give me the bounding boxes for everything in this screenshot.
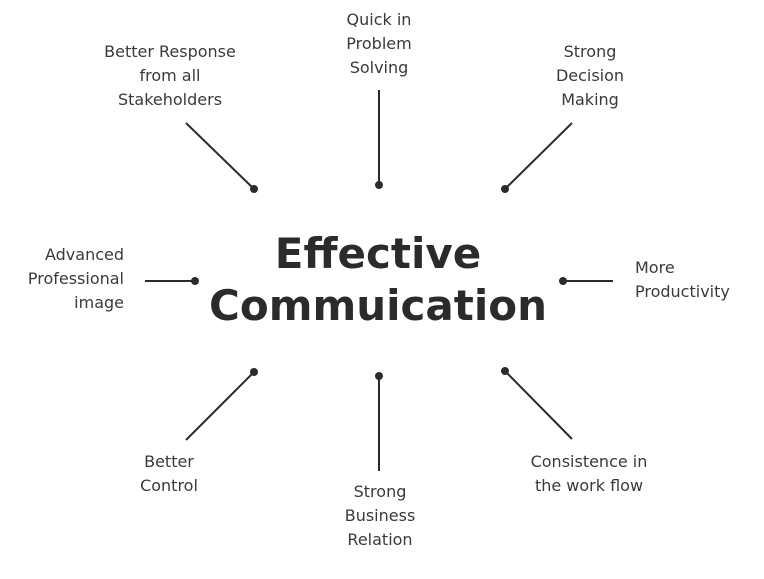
node-more-productivity: More Productivity (635, 256, 760, 304)
center-title: Effective Commuication (178, 228, 578, 332)
node-line: Advanced (44, 245, 124, 264)
connector-dot-quick (375, 181, 383, 189)
node-line: Relation (347, 530, 413, 549)
node-line: Productivity (635, 282, 730, 301)
connector-dot-strong-decision (501, 185, 509, 193)
center-title-line-2: Commuication (209, 281, 547, 330)
node-line: Control (140, 476, 198, 495)
node-line: from all (139, 66, 201, 85)
node-line: the work flow (534, 476, 644, 495)
node-line: Problem (346, 34, 412, 53)
node-better-control: Better Control (100, 450, 238, 498)
connector-dot-better-response (250, 185, 258, 193)
connector-better-response (185, 122, 255, 190)
connector-consistence (504, 370, 573, 440)
node-line: Making (561, 90, 619, 109)
node-quick-problem-solving: Quick in Problem Solving (304, 8, 454, 80)
connector-dot-consistence (501, 367, 509, 375)
node-line: Consistence in (530, 452, 648, 471)
node-line: Business (344, 506, 416, 525)
node-consistence-work-flow: Consistence in the work flow (508, 450, 670, 498)
connector-dot-advanced (191, 277, 199, 285)
connector-dot-more (559, 277, 567, 285)
node-line: Quick in (346, 10, 412, 29)
node-line: image (74, 293, 124, 312)
node-line: More (635, 258, 675, 277)
node-line: Better (144, 452, 194, 471)
node-advanced-professional-image: Advanced Professional image (0, 243, 124, 315)
node-line: Professional (27, 269, 124, 288)
node-better-response: Better Response from all Stakeholders (70, 40, 270, 112)
node-line: Better Response (104, 42, 236, 61)
connector-dot-better-control (250, 368, 258, 376)
node-line: Decision (555, 66, 625, 85)
node-line: Stakeholders (117, 90, 223, 109)
center-title-line-1: Effective (274, 229, 482, 278)
connector-strong-decision (504, 122, 573, 190)
connector-dot-strong-business (375, 372, 383, 380)
node-strong-decision-making: Strong Decision Making (520, 40, 660, 112)
node-line: Strong (353, 482, 407, 501)
node-line: Solving (349, 58, 409, 77)
node-line: Strong (563, 42, 617, 61)
node-strong-business-relation: Strong Business Relation (310, 480, 450, 552)
connector-better-control (185, 371, 255, 441)
